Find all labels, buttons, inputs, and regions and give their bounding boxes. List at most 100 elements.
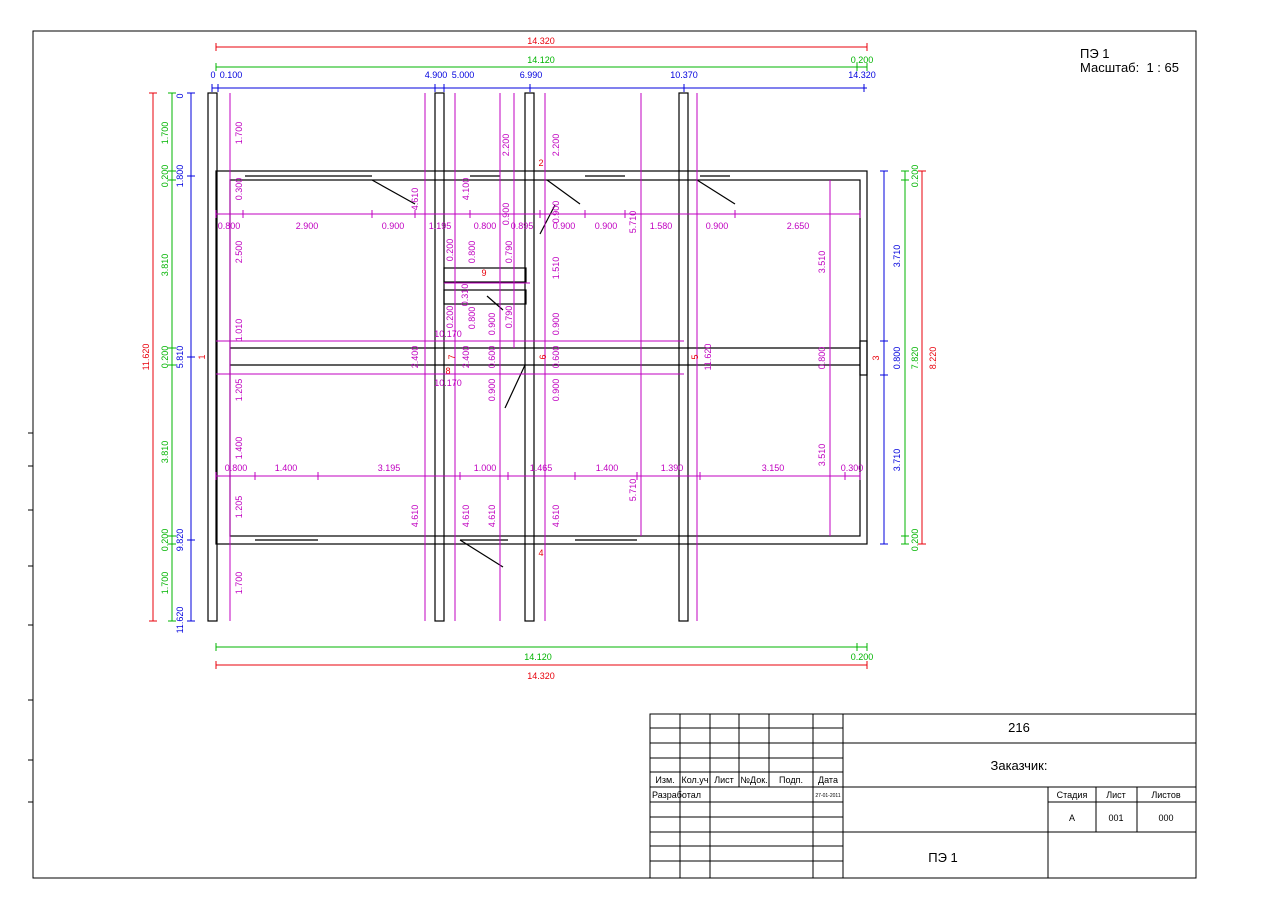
svg-text:Подп.: Подп. — [779, 775, 803, 785]
scale-value: 1 : 65 — [1146, 60, 1179, 75]
svg-text:1.465: 1.465 — [530, 463, 553, 473]
left-margin-ticks — [28, 432, 33, 803]
title-block-text: 216 Заказчик: Изм. Кол.уч Лист №Док. Под… — [652, 720, 1181, 865]
svg-text:Лист: Лист — [714, 775, 734, 785]
svg-text:0.800: 0.800 — [817, 347, 827, 370]
svg-text:1.400: 1.400 — [596, 463, 619, 473]
svg-text:5.000: 5.000 — [452, 70, 475, 80]
svg-text:11.620: 11.620 — [703, 344, 713, 371]
svg-text:Стадия: Стадия — [1057, 790, 1088, 800]
internal-dimension-labels: 0.800 2.900 0.900 1.195 0.800 0.895 0.90… — [218, 122, 864, 595]
internal-dimensions — [215, 93, 861, 621]
svg-text:1.195: 1.195 — [429, 221, 452, 231]
svg-text:000: 000 — [1158, 813, 1173, 823]
walls — [207, 92, 868, 622]
svg-text:0.200: 0.200 — [910, 165, 920, 188]
svg-text:0.900: 0.900 — [382, 221, 405, 231]
svg-text:4.900: 4.900 — [425, 70, 448, 80]
top-dimensions: 14.320 14.120 0.200 0 0.100 4.900 5.000 … — [210, 36, 876, 92]
svg-text:11.620: 11.620 — [141, 344, 151, 371]
svg-text:11.620: 11.620 — [175, 607, 185, 634]
svg-text:1.580: 1.580 — [650, 221, 673, 231]
svg-text:0.600: 0.600 — [487, 346, 497, 369]
svg-text:1.700: 1.700 — [160, 122, 170, 145]
svg-text:9: 9 — [481, 268, 486, 278]
svg-text:0.790: 0.790 — [504, 306, 514, 329]
svg-text:0.310: 0.310 — [460, 284, 470, 307]
svg-text:0.900: 0.900 — [487, 313, 497, 336]
svg-text:0.900: 0.900 — [706, 221, 729, 231]
svg-text:0.300: 0.300 — [234, 178, 244, 201]
top-end-green: 0.200 — [851, 55, 874, 65]
svg-text:1.800: 1.800 — [175, 165, 185, 188]
svg-text:3.710: 3.710 — [892, 245, 902, 268]
svg-text:14.320: 14.320 — [527, 671, 555, 681]
svg-text:Дата: Дата — [818, 775, 838, 785]
svg-text:10.170: 10.170 — [434, 329, 462, 339]
svg-text:1.390: 1.390 — [661, 463, 684, 473]
svg-text:1.000: 1.000 — [474, 463, 497, 473]
svg-text:0.200: 0.200 — [851, 652, 874, 662]
svg-text:1.205: 1.205 — [234, 496, 244, 519]
svg-text:5.810: 5.810 — [175, 346, 185, 369]
svg-text:1.700: 1.700 — [160, 572, 170, 595]
svg-text:2.200: 2.200 — [501, 134, 511, 157]
svg-text:2.400: 2.400 — [410, 346, 420, 369]
scale-line: Масштаб: 1 : 65 — [1080, 61, 1179, 75]
svg-text:0.200: 0.200 — [445, 306, 455, 329]
svg-text:8: 8 — [445, 366, 450, 376]
svg-text:2.200: 2.200 — [551, 134, 561, 157]
column-a — [207, 92, 218, 622]
svg-text:7.820: 7.820 — [910, 347, 920, 370]
drawing-name: ПЭ 1 — [928, 850, 958, 865]
svg-text:1.010: 1.010 — [234, 319, 244, 342]
sheet-header: ПЭ 1 Масштаб: 1 : 65 — [1080, 47, 1179, 75]
svg-text:14.320: 14.320 — [848, 70, 876, 80]
svg-text:0.900: 0.900 — [501, 203, 511, 226]
svg-text:0.100: 0.100 — [220, 70, 243, 80]
customer-label: Заказчик: — [990, 758, 1047, 773]
svg-text:0.300: 0.300 — [841, 463, 864, 473]
svg-text:0: 0 — [175, 93, 185, 98]
svg-text:10.170: 10.170 — [434, 378, 462, 388]
scale-label: Масштаб: — [1080, 60, 1140, 75]
room-markers: 1 2 3 4 5 6 7 8 9 — [197, 158, 881, 558]
svg-text:1: 1 — [197, 354, 207, 359]
svg-text:0.800: 0.800 — [218, 221, 241, 231]
svg-text:0.800: 0.800 — [474, 221, 497, 231]
svg-text:2: 2 — [538, 158, 543, 168]
svg-text:5: 5 — [690, 354, 700, 359]
svg-text:3.150: 3.150 — [762, 463, 785, 473]
svg-text:0.895: 0.895 — [511, 221, 534, 231]
svg-text:2.400: 2.400 — [461, 346, 471, 369]
svg-text:0.200: 0.200 — [910, 529, 920, 552]
svg-text:6.990: 6.990 — [520, 70, 543, 80]
svg-text:0.800: 0.800 — [892, 347, 902, 370]
svg-text:4.610: 4.610 — [461, 505, 471, 528]
left-dimensions: 11.620 1.700 0.200 3.810 0.200 3.810 0.2… — [141, 92, 195, 634]
svg-text:2.500: 2.500 — [234, 241, 244, 264]
svg-text:4.100: 4.100 — [461, 178, 471, 201]
svg-text:0.200: 0.200 — [445, 239, 455, 262]
sheet-frame — [32, 30, 1197, 879]
svg-text:1.400: 1.400 — [275, 463, 298, 473]
date-value: 27-01-2011 — [815, 793, 840, 799]
svg-text:3.195: 3.195 — [378, 463, 401, 473]
svg-text:7: 7 — [447, 354, 457, 359]
right-dimensions: 3.710 0.800 3.710 0.200 7.820 0.200 8.22… — [880, 165, 938, 552]
svg-text:1.205: 1.205 — [234, 379, 244, 402]
top-total-red: 14.320 — [527, 36, 555, 46]
svg-text:1.700: 1.700 — [234, 122, 244, 145]
svg-text:0.600: 0.600 — [551, 346, 561, 369]
svg-text:0.200: 0.200 — [160, 165, 170, 188]
svg-text:0.200: 0.200 — [160, 346, 170, 369]
svg-text:3.510: 3.510 — [817, 444, 827, 467]
svg-text:8.220: 8.220 — [928, 347, 938, 370]
top-total-green: 14.120 — [527, 55, 555, 65]
svg-text:4.610: 4.610 — [410, 188, 420, 211]
svg-text:9.820: 9.820 — [175, 529, 185, 552]
svg-text:3.810: 3.810 — [160, 441, 170, 464]
svg-text:2.900: 2.900 — [296, 221, 319, 231]
svg-text:0.900: 0.900 — [487, 379, 497, 402]
column-c — [524, 92, 535, 622]
